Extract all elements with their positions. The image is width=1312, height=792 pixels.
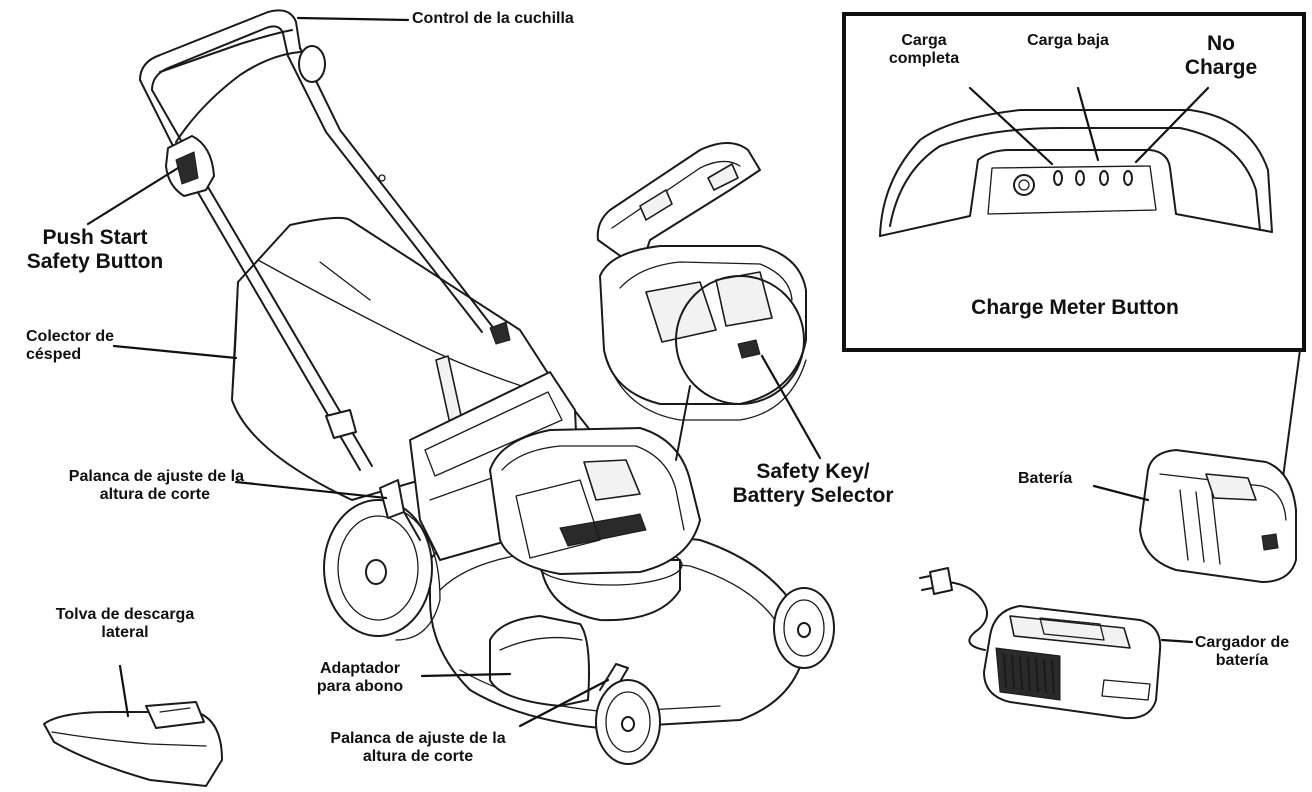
label-charger-line1: Cargador de (1194, 634, 1290, 651)
label-battery: Batería (1018, 470, 1072, 488)
label-cut-height-lever-top-line1: Palanca de ajuste de la (68, 468, 244, 485)
charge-meter-inset-drawing (675, 12, 1306, 501)
mower-handle-drawing (139, 9, 511, 471)
label-blade-control: Control de la cuchilla (412, 10, 574, 28)
label-cut-height-lever-bottom-line2: altura de corte (362, 748, 474, 766)
battery-pack-drawing (1139, 449, 1297, 583)
label-push-start-line1: Push Start (42, 226, 148, 249)
label-grass-catcher: Colector de césped (26, 328, 114, 365)
label-side-discharge-line1: Tolva de descarga (55, 606, 195, 623)
label-side-discharge-line2: lateral (101, 624, 149, 642)
label-mulch-adapter-line2: para abono (316, 678, 404, 696)
leader-lines (86, 16, 1194, 728)
wheels-drawing (323, 479, 835, 765)
label-side-discharge-chute: Tolva de descarga lateral (40, 606, 210, 643)
label-grass-catcher-line1: Colector de (26, 328, 115, 345)
battery-compartment-cover-drawing (489, 427, 701, 575)
label-no-charge-line1: No (1207, 32, 1235, 55)
label-low-charge-text: Carga baja (1027, 32, 1109, 49)
side-discharge-chute-drawing (43, 701, 223, 787)
label-cut-height-lever-top-line2: altura de corte (99, 486, 210, 504)
label-no-charge: No Charge (1164, 32, 1278, 80)
label-mulch-adapter-line1: Adaptador (320, 660, 400, 677)
label-charge-meter-button-text: Charge Meter Button (971, 296, 1179, 319)
label-cut-height-lever-bottom: Palanca de ajuste de la altura de corte (312, 730, 524, 767)
label-mulch-adapter: Adaptador para abono (300, 660, 420, 697)
label-safety-key-line2: Battery Selector (732, 484, 894, 508)
label-full-charge: Carga completa (864, 32, 984, 69)
label-no-charge-line2: Charge (1184, 56, 1258, 80)
label-cut-height-lever-top: Palanca de ajuste de la altura de corte (30, 468, 244, 505)
charger-drawing (919, 567, 1162, 720)
label-low-charge: Carga baja (1010, 32, 1126, 50)
label-cut-height-lever-bottom-line1: Palanca de ajuste de la (330, 730, 506, 747)
label-battery-text: Batería (1018, 470, 1073, 487)
label-charger-line2: batería (1215, 652, 1269, 670)
label-blade-control-text: Control de la cuchilla (412, 10, 574, 27)
label-grass-catcher-line2: césped (26, 346, 82, 364)
label-full-charge-line1: Carga (901, 32, 947, 49)
label-push-start-safety-button: Push Start Safety Button (20, 226, 170, 274)
label-safety-key-battery-selector: Safety Key/ Battery Selector (706, 460, 920, 508)
label-full-charge-line2: completa (888, 50, 960, 68)
label-battery-charger: Cargador de batería (1180, 634, 1304, 671)
label-push-start-line2: Safety Button (26, 250, 164, 274)
label-charge-meter-button: Charge Meter Button (930, 296, 1220, 320)
label-safety-key-line1: Safety Key/ (756, 460, 870, 483)
open-compartment-drawing (596, 142, 807, 421)
